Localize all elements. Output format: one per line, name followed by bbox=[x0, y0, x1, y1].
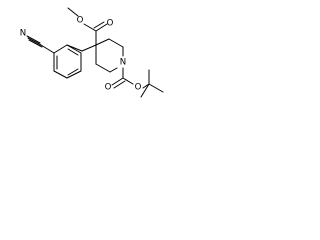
piperidine-ring bbox=[95, 38, 124, 73]
bond-c4-c3 bbox=[95, 38, 110, 46]
methyl-ester-group bbox=[67, 7, 108, 46]
bond-tbu-methyl-1 bbox=[148, 83, 164, 93]
bond-c3-c2 bbox=[108, 38, 124, 48]
ester-ether-oxygen-label: O bbox=[77, 16, 84, 26]
bond-ring-1 bbox=[53, 44, 68, 54]
bond-nitrile-2 bbox=[26, 35, 41, 44]
ester-carbonyl-oxygen-label: O bbox=[107, 19, 114, 29]
carbamate-ether-oxygen-label: O bbox=[135, 83, 142, 93]
bond-carbamate-carbonyl-1 bbox=[111, 77, 124, 86]
bond-nitrile-1 bbox=[27, 37, 42, 46]
bond-ester-o-methyl bbox=[67, 7, 79, 17]
bond-n1-c6 bbox=[109, 67, 118, 73]
bond-ring-cn-carbon bbox=[40, 44, 55, 54]
carbamate-carbonyl-oxygen-label: O bbox=[105, 83, 112, 93]
bond-carbamate-c-o bbox=[122, 77, 134, 85]
bond-ring-inner-3 bbox=[67, 48, 79, 56]
bond-c6-c5 bbox=[95, 63, 111, 73]
bond-ester-carbon-o bbox=[83, 23, 97, 32]
bond-ring-3 bbox=[53, 70, 68, 79]
boc-group bbox=[111, 67, 164, 98]
bond-ring-4 bbox=[66, 70, 82, 79]
cyanobenzyl-group bbox=[26, 35, 97, 79]
bond-o-tbu bbox=[142, 83, 150, 89]
bond-nitrile-3 bbox=[28, 39, 43, 48]
piperidine-nitrogen-label: N bbox=[120, 58, 126, 68]
bond-ester-carbonyl-2 bbox=[93, 21, 105, 29]
structure-drawing: O O N N O O bbox=[20, 7, 164, 98]
bond-tbu-methyl-3 bbox=[140, 83, 150, 98]
bond-ester-carbonyl-1 bbox=[95, 23, 108, 32]
bond-carbamate-carbonyl-2 bbox=[113, 80, 126, 89]
nitrile-nitrogen-label: N bbox=[20, 29, 26, 39]
bond-ring-6 bbox=[66, 44, 82, 54]
bond-c4-ch2 bbox=[81, 44, 97, 52]
bond-ring-inner-2 bbox=[67, 68, 79, 76]
